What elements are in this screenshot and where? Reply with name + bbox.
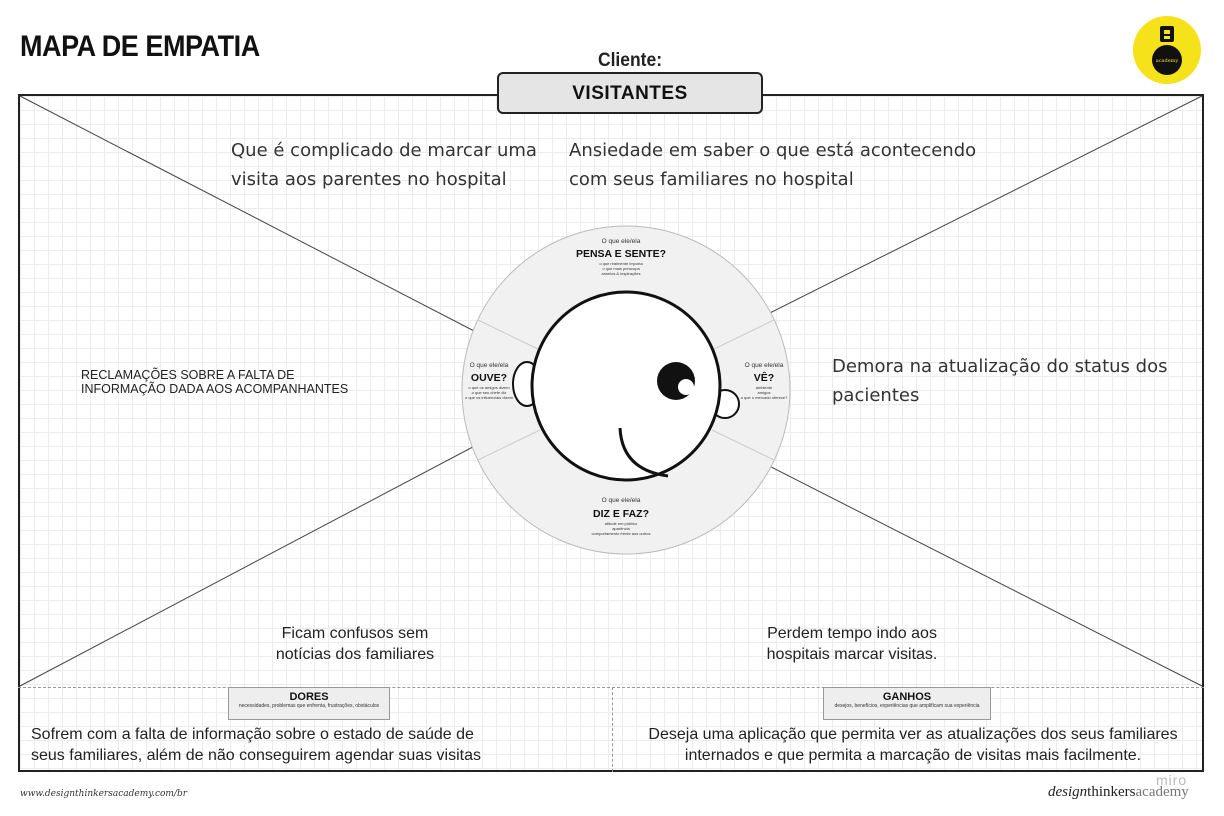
note-line: Perdem tempo indo aos xyxy=(767,625,937,642)
ganhos-line: Deseja uma aplicação que permita ver as … xyxy=(648,726,1178,743)
note-line: com seus familiares no hospital xyxy=(569,169,854,190)
footer-url[interactable]: www.designthinkersacademy.com/br xyxy=(20,789,188,799)
pensa-title: PENSA E SENTE? xyxy=(576,248,666,260)
diagonal-top-right xyxy=(713,95,1203,342)
client-value-box[interactable]: VISITANTES xyxy=(497,72,763,114)
diz-title: DIZ E FAZ? xyxy=(593,508,649,520)
dores-text[interactable]: Sofrem com a falta de informação sobre o… xyxy=(31,724,481,766)
ouve-title: OUVE? xyxy=(471,372,507,384)
logo-text: academy xyxy=(1156,58,1179,64)
ve-hint-3: o que o mercado oferece? xyxy=(741,395,788,400)
page-title: MAPA DE EMPATIA xyxy=(20,30,260,63)
diagonal-bottom-left xyxy=(19,429,506,687)
note-line: Demora na atualização do status dos xyxy=(832,356,1168,377)
mouth-icon xyxy=(618,427,669,478)
diagonal-top-left xyxy=(19,95,506,348)
diz-hint-3: comportamento frente aos outros xyxy=(592,531,651,536)
ouve-hint-1: o que os amigos dizem xyxy=(468,385,510,390)
ve-prefix: O que ele/ela xyxy=(745,362,784,369)
note-ve[interactable]: Demora na atualização do status dos paci… xyxy=(832,352,1167,410)
client-label: Cliente: xyxy=(597,50,663,71)
ganhos-text[interactable]: Deseja uma aplicação que permita ver as … xyxy=(620,724,1206,766)
ganhos-line: internados e que permita a marcação de v… xyxy=(684,747,1142,764)
logo-mark-icon: academy xyxy=(1152,26,1182,75)
dores-tag: DORES necessidades, problemas que enfren… xyxy=(228,687,390,720)
miro-watermark: miro xyxy=(1156,772,1188,788)
dores-line: Sofrem com a falta de informação sobre o… xyxy=(31,726,474,743)
diz-hint-1: atitude em público xyxy=(605,521,638,526)
ve-title: VÊ? xyxy=(754,371,774,384)
bottom-vertical-divider xyxy=(612,687,613,772)
ve-hint-1: ambiente xyxy=(756,385,773,390)
ouve-hint-2: o que seu chefe diz xyxy=(472,390,507,395)
note-line: Ansiedade em saber o que está acontecend… xyxy=(569,140,977,161)
note-line: hospitais marcar visitas. xyxy=(766,646,938,663)
ve-hint-2: amigos xyxy=(758,390,771,395)
note-pensa[interactable]: Que é complicado de marcar uma visita ao… xyxy=(231,136,537,194)
academy-logo: academy xyxy=(1133,16,1201,84)
ganhos-subtitle: desejos, benefícios, experiências que am… xyxy=(834,703,980,709)
brand-part-1: design xyxy=(1048,784,1088,800)
pensa-hint-2: o que mais preocupa xyxy=(602,266,640,271)
bottom-divider xyxy=(18,687,1204,688)
note-line: visita aos parentes no hospital xyxy=(231,169,507,190)
head-icon xyxy=(530,290,722,482)
ouve-hint-3: o que os influenciais dizem xyxy=(465,395,514,400)
note-line: Que é complicado de marcar uma xyxy=(231,140,537,161)
note-line: RECLAMAÇÕES SOBRE A FALTA DE xyxy=(81,368,295,382)
note-sente[interactable]: Ansiedade em saber o que está acontecend… xyxy=(569,136,976,194)
note-line: pacientes xyxy=(832,385,920,406)
dores-line: seus familiares, além de não conseguirem… xyxy=(31,747,482,764)
brand-part-2: thinkers xyxy=(1087,784,1136,800)
footer-brand: designthinkersacademy xyxy=(1048,784,1189,801)
note-line: notícias dos familiares xyxy=(275,646,435,663)
pensa-hint-1: o que realmente importa xyxy=(599,261,643,266)
brand-part-3: academy xyxy=(1135,784,1189,800)
ganhos-tag: GANHOS desejos, benefícios, experiências… xyxy=(823,687,991,720)
note-faz[interactable]: Perdem tempo indo aos hospitais marcar v… xyxy=(737,623,967,665)
dores-subtitle: necessidades, problemas que enfrenta, fr… xyxy=(238,703,380,709)
note-diz[interactable]: Ficam confusos sem notícias dos familiar… xyxy=(240,623,470,665)
dores-title: DORES xyxy=(289,691,329,703)
pensa-prefix: O que ele/ela xyxy=(602,238,641,245)
ouve-prefix: O que ele/ela xyxy=(470,362,509,369)
note-line: INFORMAÇÃO DADA AOS ACOMPANHANTES xyxy=(81,382,349,396)
ganhos-title: GANHOS xyxy=(882,691,932,703)
note-line: Ficam confusos sem xyxy=(281,625,429,642)
note-ouve[interactable]: RECLAMAÇÕES SOBRE A FALTA DE INFORMAÇÃO … xyxy=(81,368,348,396)
diz-hint-2: aparência xyxy=(612,526,630,531)
pensa-hint-3: anseios & inspirações xyxy=(602,271,641,276)
diz-prefix: O que ele/ela xyxy=(602,497,641,504)
diagonal-bottom-right xyxy=(717,439,1203,687)
